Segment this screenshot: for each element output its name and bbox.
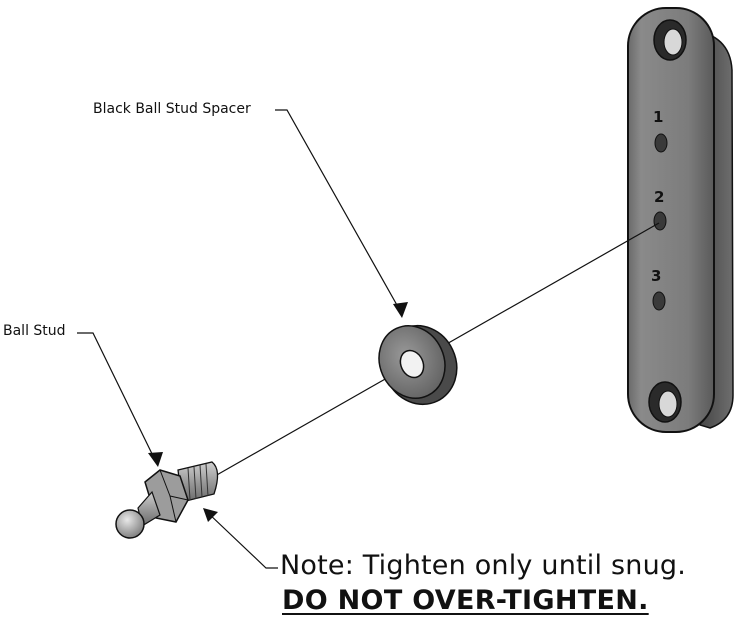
hole-number-3: 3 xyxy=(651,267,661,285)
hole-1 xyxy=(654,133,668,153)
ball-stud-leader-line xyxy=(77,332,157,463)
spacer-leader-line xyxy=(275,109,403,315)
hole-number-1: 1 xyxy=(653,108,663,126)
spacer-leader-arrow xyxy=(393,302,408,318)
tighten-note: Note: Tighten only until snug. xyxy=(280,550,687,581)
note-leader-arrow xyxy=(203,508,218,522)
over-tighten-warning: DO NOT OVER-TIGHTEN. xyxy=(282,585,649,616)
mounting-bracket: 1 2 3 xyxy=(627,7,734,433)
ball-stud xyxy=(115,461,219,539)
hole-2 xyxy=(653,211,667,231)
ball-stud-label: Ball Stud xyxy=(3,323,66,339)
ball-stud-leader-arrow xyxy=(148,452,163,467)
ball-stud-spacer xyxy=(378,324,458,406)
hole-number-2: 2 xyxy=(654,188,664,206)
note-leader-line xyxy=(206,511,278,569)
hole-3 xyxy=(652,291,666,311)
spacer-label: Black Ball Stud Spacer xyxy=(93,101,251,117)
